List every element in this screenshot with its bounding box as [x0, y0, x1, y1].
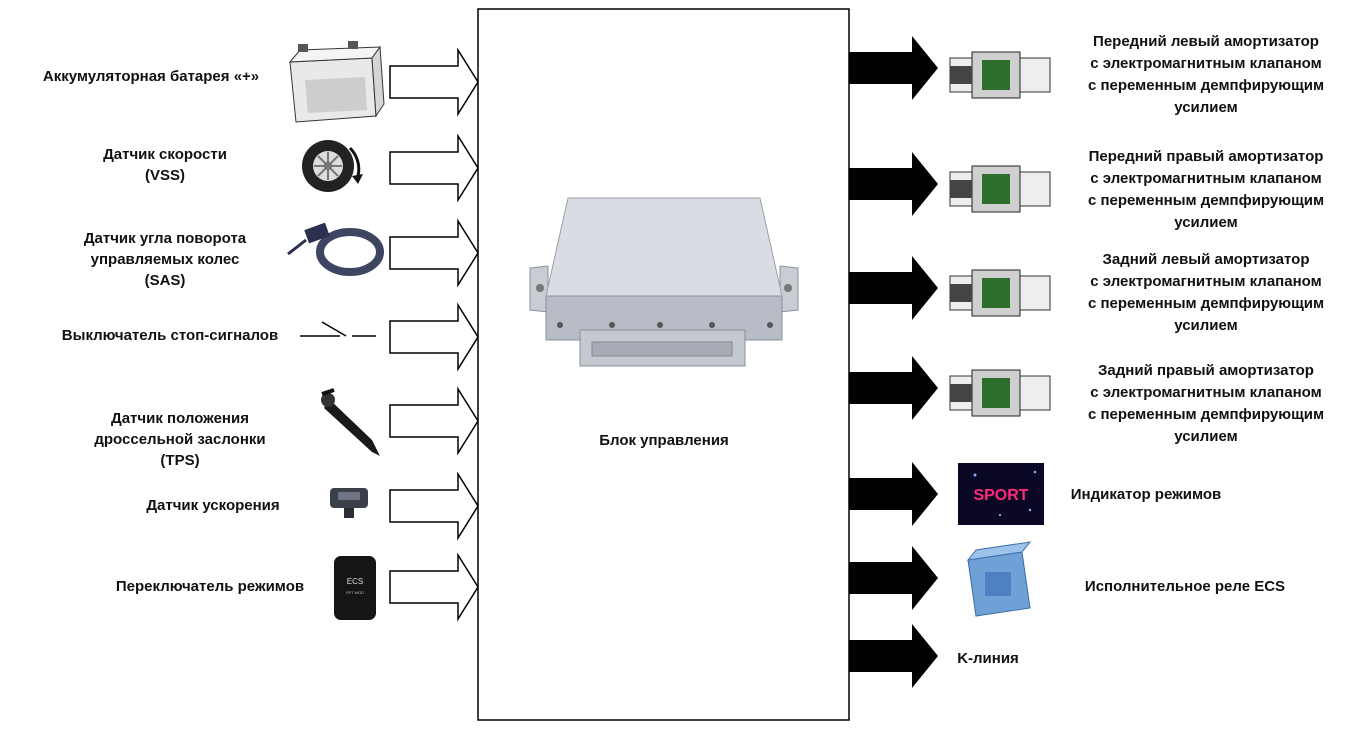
input-label-line: Аккумуляторная батарея «+»: [42, 68, 260, 85]
input-label-line: Датчик положения: [111, 410, 249, 427]
shock-absorber-icon: [949, 369, 1051, 417]
output-arrow: [849, 356, 938, 420]
shock-absorber-icon: [949, 269, 1051, 317]
input-label-line: Переключатель режимов: [115, 578, 305, 595]
output-label-line: с электромагнитным клапаном: [1090, 170, 1322, 187]
input-label-line: (VSS): [144, 167, 185, 184]
output-label-ind: Индикатор режимов: [1056, 484, 1236, 506]
input-arrow: [389, 302, 479, 372]
output-arrow: [849, 36, 938, 100]
output-label-line: с переменным демпфирующим: [1087, 77, 1325, 94]
input-label-line: (SAS): [144, 272, 186, 289]
input-label-sas: Датчик угла поворота управляемых колес (…: [40, 228, 290, 291]
input-label-line: Датчик скорости: [103, 146, 227, 163]
output-label-fl: Передний левый амортизатор с электромагн…: [1056, 31, 1356, 119]
input-arrow: [389, 471, 479, 541]
mode-indicator-icon: SPORT: [958, 463, 1044, 525]
battery-icon: [288, 41, 385, 123]
input-arrow: [389, 386, 479, 456]
steering-angle-sensor-icon: [287, 222, 384, 276]
input-arrow: [389, 47, 479, 117]
output-label-fr: Передний правый амортизатор с электромаг…: [1056, 146, 1356, 234]
output-label-line: усилием: [1174, 428, 1238, 445]
output-label-line: усилием: [1174, 317, 1238, 334]
input-label-mode: Переключатель режимов: [90, 576, 330, 597]
output-arrow: [849, 462, 938, 526]
shock-absorber-icon: [949, 51, 1051, 99]
output-arrow: [849, 256, 938, 320]
mode-switch-icon: ECS SPT MOD: [334, 556, 376, 620]
input-label-vss: Датчик скорости (VSS): [40, 144, 290, 186]
relay-icon: [966, 541, 1032, 617]
input-label-accel: Датчик ускорения: [100, 495, 326, 516]
output-label-line: Задний левый амортизатор: [1102, 251, 1310, 268]
output-label-line: K-линия: [957, 650, 1019, 667]
input-arrow: [389, 552, 479, 622]
ecu-title: Блок управления: [599, 432, 729, 449]
input-arrow: [389, 133, 479, 203]
input-label-line: Выключатель стоп-сигналов: [61, 327, 279, 344]
output-label-rl: Задний левый амортизатор с электромагнит…: [1056, 249, 1356, 337]
output-arrow: [849, 624, 938, 688]
input-arrows: [389, 47, 479, 622]
ecu-unit-icon: [529, 197, 799, 367]
output-label-line: Передний левый амортизатор: [1093, 33, 1319, 50]
output-label-line: усилием: [1174, 99, 1238, 116]
indicator-text: SPORT: [973, 487, 1028, 504]
output-arrow: [849, 152, 938, 216]
output-label-rr: Задний правый амортизатор с электромагни…: [1056, 360, 1356, 448]
output-label-line: с переменным демпфирующим: [1087, 192, 1325, 209]
input-label-tps: Датчик положения дроссельной заслонки (T…: [60, 408, 300, 471]
output-label-line: Передний правый амортизатор: [1088, 148, 1324, 165]
output-label-line: с переменным демпфирующим: [1087, 295, 1325, 312]
acceleration-sensor-icon: [330, 488, 368, 518]
throttle-sensor-icon: [321, 388, 380, 456]
input-label-stop: Выключатель стоп-сигналов: [40, 325, 300, 346]
output-label-line: с электромагнитным клапаном: [1090, 384, 1322, 401]
mode-switch-bottom-text: SPT MOD: [346, 590, 364, 595]
output-label-line: Индикатор режимов: [1070, 486, 1222, 503]
output-label-line: с электромагнитным клапаном: [1090, 273, 1322, 290]
input-label-battery: Аккумуляторная батарея «+»: [20, 66, 282, 87]
output-label-line: с электромагнитным клапаном: [1090, 55, 1322, 72]
shock-absorber-icon: [949, 165, 1051, 213]
input-label-line: Датчик ускорения: [146, 497, 280, 514]
input-arrow: [389, 218, 479, 288]
output-label-line: Исполнительное реле ECS: [1084, 578, 1286, 595]
output-label-line: с переменным демпфирующим: [1087, 406, 1325, 423]
input-label-line: управляемых колес: [90, 251, 240, 268]
output-arrows: [849, 36, 938, 688]
output-arrow: [849, 546, 938, 610]
input-label-line: дроссельной заслонки: [94, 431, 266, 448]
wheel-speed-icon: [302, 140, 363, 192]
switch-icon: [300, 321, 376, 337]
output-label-relay: Исполнительное реле ECS: [1060, 576, 1310, 598]
input-label-line: Датчик угла поворота: [83, 230, 247, 247]
output-label-line: Задний правый амортизатор: [1098, 362, 1314, 379]
mode-switch-top-text: ECS: [347, 577, 363, 586]
input-label-line: (TPS): [160, 452, 200, 469]
output-label-line: усилием: [1174, 214, 1238, 231]
output-label-k: K-линия: [948, 648, 1028, 670]
